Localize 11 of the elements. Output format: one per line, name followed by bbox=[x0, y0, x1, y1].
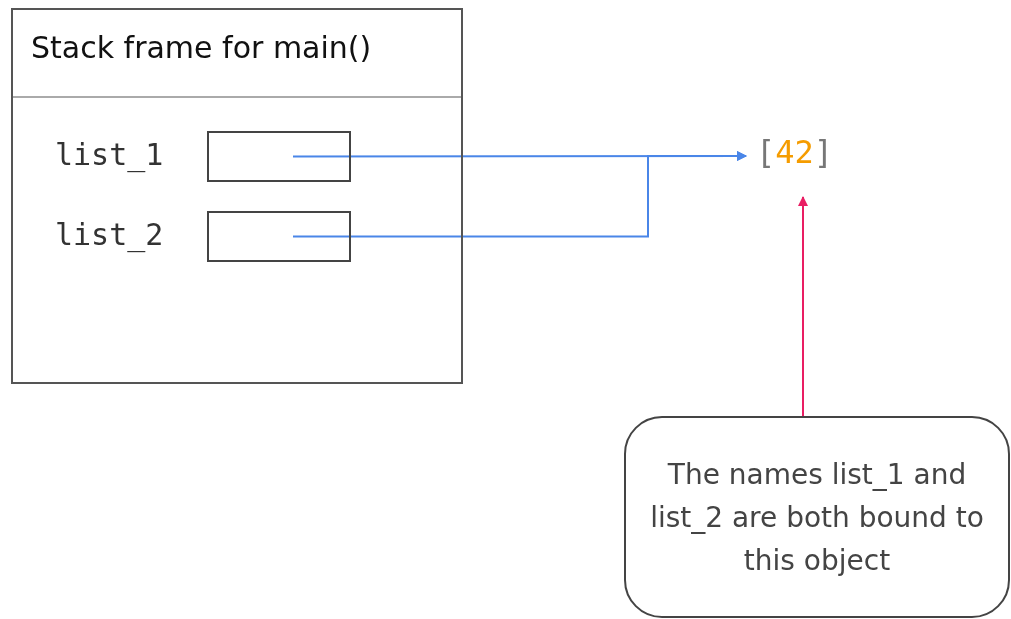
arrow bbox=[292, 151, 747, 238]
variable-name: list_1 bbox=[55, 137, 164, 172]
frame-title: Stack frame for main() bbox=[31, 30, 372, 65]
variable-slot bbox=[207, 211, 351, 262]
variable-name: list_2 bbox=[55, 217, 164, 252]
list-object: [42] bbox=[756, 133, 856, 179]
callout-box bbox=[624, 416, 1010, 618]
stack-frame-box bbox=[11, 8, 463, 384]
variable-slot bbox=[207, 131, 351, 182]
callout-text: The names list_1 and list_2 are both bound to this object bbox=[649, 456, 985, 579]
arrow bbox=[798, 196, 808, 417]
